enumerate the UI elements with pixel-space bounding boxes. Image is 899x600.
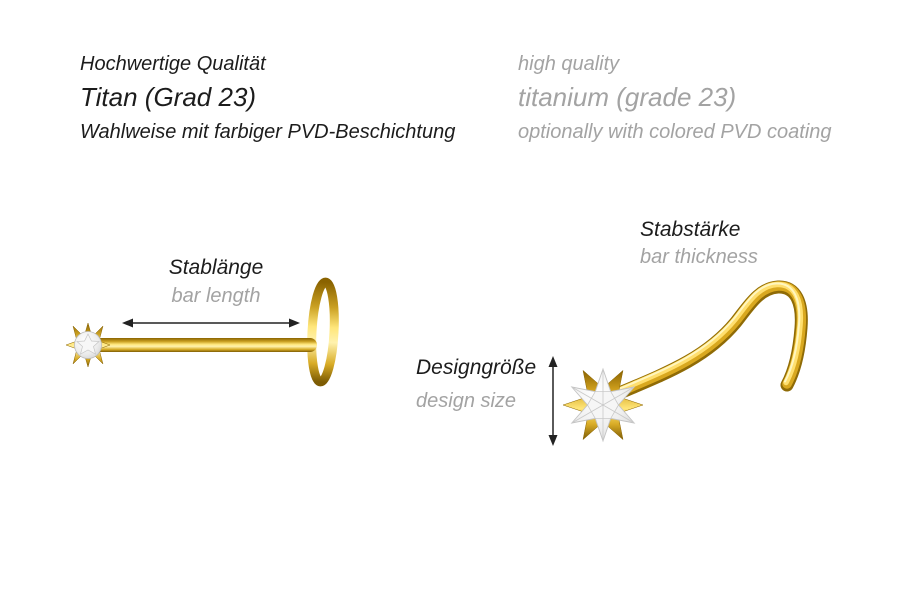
- bar-length-label-de: Stablänge: [168, 256, 264, 279]
- bar-thickness-label-de: Stabstärke: [640, 218, 741, 241]
- design-size-arrow: [548, 356, 558, 446]
- bar-length-label-en: bar length: [171, 285, 261, 307]
- arrow-head-right-icon: [289, 318, 300, 328]
- header-material-en: titanium (grade 23): [518, 82, 737, 112]
- bar-length-arrow: [122, 318, 300, 328]
- arrow-head-top-icon: [548, 356, 558, 367]
- header-coating-de: Wahlweise mit farbiger PVD-Beschichtung: [80, 121, 456, 143]
- header-quality-de: Hochwertige Qualität: [80, 53, 266, 75]
- header-coating-en: optionally with colored PVD coating: [518, 121, 832, 143]
- nose-stud-bent-bar-image: [65, 277, 339, 387]
- header-english: high quality titanium (grade 23) optiona…: [518, 50, 832, 148]
- design-size-label-en: design size: [416, 390, 517, 412]
- header-quality-en: high quality: [518, 53, 620, 75]
- arrow-head-bottom-icon: [548, 435, 558, 446]
- design-size-label-de: Designgröße: [416, 356, 537, 379]
- header-material-de: Titan (Grad 23): [80, 82, 257, 112]
- header-german: Hochwertige Qualität Titan (Grad 23) Wah…: [80, 50, 455, 148]
- stud-crystal-facets: [76, 333, 100, 355]
- screw-curved-bar: [615, 280, 808, 399]
- screw-crystal-facets: [571, 369, 635, 441]
- nose-screw-image: [562, 280, 808, 443]
- bar-thickness-label-en: bar thickness: [640, 246, 758, 268]
- stud-bar: [85, 338, 317, 352]
- stud-bent-end: [307, 277, 339, 387]
- arrow-head-left-icon: [122, 318, 133, 328]
